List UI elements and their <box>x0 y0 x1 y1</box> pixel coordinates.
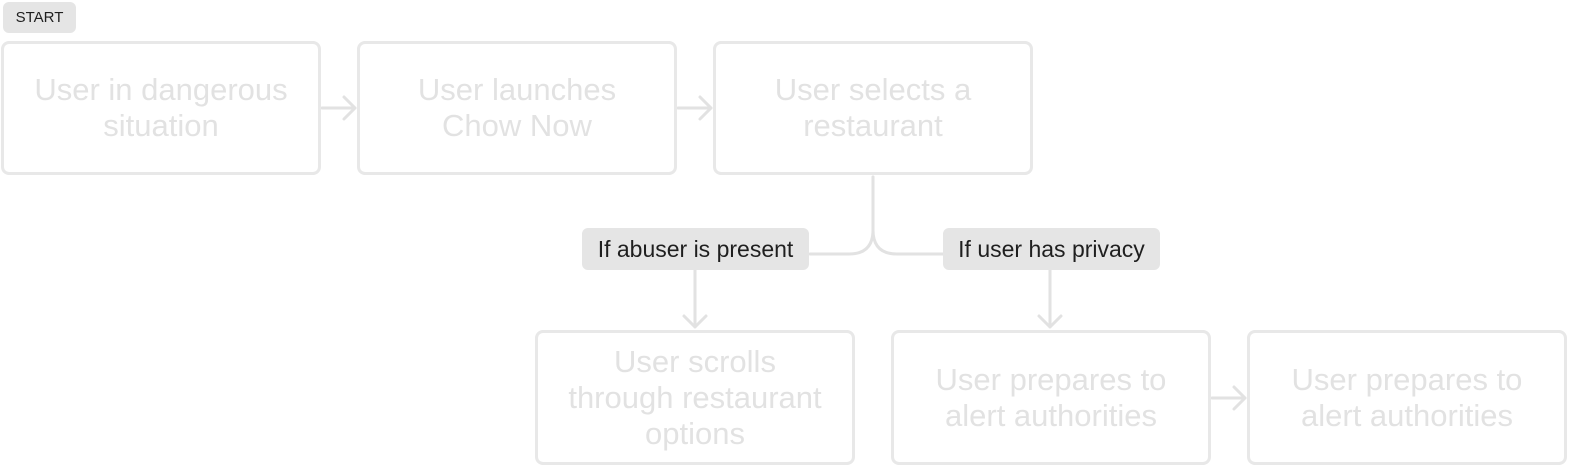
branch-split-right <box>871 175 945 256</box>
arrow-n5-to-n6 <box>1210 385 1247 411</box>
flow-node-prepare-alert-2[interactable]: User prepares to alert authorities <box>1247 330 1567 465</box>
flow-node-label: User prepares to alert authorities <box>935 361 1167 433</box>
arrow-n1-to-n2 <box>320 95 357 121</box>
flow-node-launch-app[interactable]: User launches Chow Now <box>357 41 677 175</box>
branch-split-left <box>808 175 875 256</box>
flow-node-prepare-alert[interactable]: User prepares to alert authorities <box>891 330 1211 465</box>
flow-node-label: User launches Chow Now <box>417 72 617 143</box>
arrow-n2-to-n3 <box>676 95 713 121</box>
branch-label-abuser-present: If abuser is present <box>582 228 809 270</box>
flow-node-label: User scrolls through restaurant options <box>568 343 822 451</box>
flow-node-scroll-options[interactable]: User scrolls through restaurant options <box>535 330 855 465</box>
flow-node-user-in-danger[interactable]: User in dangerous situation <box>1 41 321 175</box>
flow-node-label: User prepares to alert authorities <box>1291 361 1523 433</box>
flow-node-select-restaurant[interactable]: User selects a restaurant <box>713 41 1033 175</box>
flow-node-label: User in dangerous situation <box>34 72 288 143</box>
arrow-branch-right-to-n5 <box>1037 268 1063 329</box>
branch-label-user-privacy: If user has privacy <box>943 228 1160 270</box>
flow-node-label: User selects a restaurant <box>774 72 972 143</box>
arrow-branch-left-to-n4 <box>682 268 708 329</box>
start-badge: START <box>3 2 76 33</box>
